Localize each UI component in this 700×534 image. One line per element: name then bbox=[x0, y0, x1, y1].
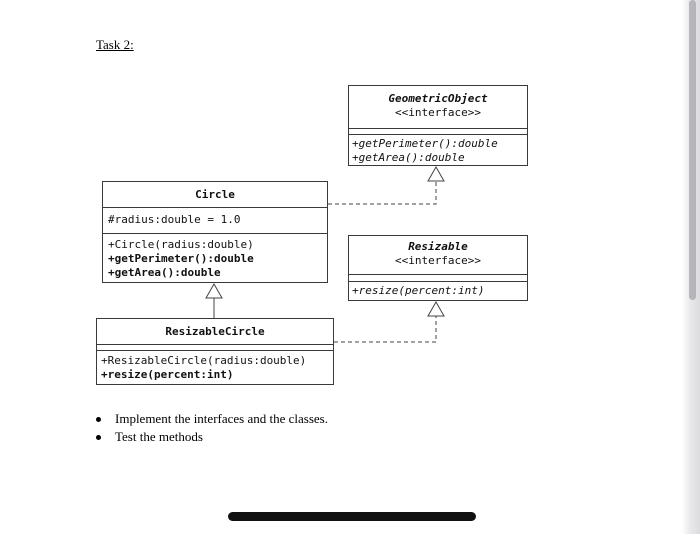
geometric-object-method: +getPerimeter():double bbox=[352, 137, 498, 150]
circle-method: +Circle(radius:double) bbox=[108, 238, 254, 251]
circle-class-box: Circle #radius:double = 1.0 +Circle(radi… bbox=[102, 181, 328, 283]
resizable-methods: +resize(percent:int) bbox=[349, 281, 527, 300]
inheritance-arrow bbox=[205, 282, 223, 299]
resizable-header: Resizable <<interface>> bbox=[349, 236, 527, 274]
resizable-circle-class-box: ResizableCircle +ResizableCircle(radius:… bbox=[96, 318, 334, 385]
list-item: Test the methods bbox=[96, 428, 328, 446]
scrollbar[interactable] bbox=[689, 0, 696, 300]
resizable-name: Resizable bbox=[408, 240, 468, 253]
geometric-object-methods: +getPerimeter():double +getArea():double bbox=[349, 134, 527, 165]
home-indicator[interactable] bbox=[228, 512, 476, 521]
resizable-circle-methods: +ResizableCircle(radius:double) +resize(… bbox=[97, 350, 333, 384]
circle-method: +getPerimeter():double bbox=[108, 252, 254, 265]
circle-name: Circle bbox=[195, 188, 235, 201]
circle-method: +getArea():double bbox=[108, 266, 221, 279]
circle-methods: +Circle(radius:double) +getPerimeter():d… bbox=[103, 233, 327, 282]
geometric-object-header: GeometricObject <<interface>> bbox=[349, 86, 527, 128]
resizable-stereotype: <<interface>> bbox=[394, 254, 482, 267]
resizable-circle-header: ResizableCircle bbox=[97, 319, 333, 344]
resizable-interface-box: Resizable <<interface>> +resize(percent:… bbox=[348, 235, 528, 301]
bullet-text: Implement the interfaces and the classes… bbox=[115, 411, 328, 426]
circle-realization-line bbox=[328, 182, 437, 205]
circle-attributes: #radius:double = 1.0 bbox=[103, 207, 327, 233]
circle-header: Circle bbox=[103, 182, 327, 207]
geometric-object-realization-arrow bbox=[427, 165, 445, 182]
geometric-object-name: GeometricObject bbox=[388, 92, 488, 105]
resizable-realization-arrow bbox=[427, 300, 445, 317]
resizable-method: +resize(percent:int) bbox=[352, 284, 485, 297]
geometric-object-attributes bbox=[349, 128, 527, 134]
task-title: Task 2: bbox=[96, 37, 134, 52]
bullet-icon bbox=[96, 416, 101, 422]
resizable-attributes bbox=[349, 274, 527, 281]
resizable-circle-method: +resize(percent:int) bbox=[101, 368, 234, 381]
task-bullet-list: Implement the interfaces and the classes… bbox=[96, 410, 328, 446]
resizable-circle-attributes bbox=[97, 344, 333, 350]
circle-attribute: #radius:double = 1.0 bbox=[108, 213, 241, 226]
bullet-text: Test the methods bbox=[115, 429, 203, 444]
geometric-object-interface-box: GeometricObject <<interface>> +getPerime… bbox=[348, 85, 528, 166]
resizable-circle-realization-line bbox=[334, 316, 437, 343]
resizable-circle-method: +ResizableCircle(radius:double) bbox=[101, 354, 307, 367]
list-item: Implement the interfaces and the classes… bbox=[96, 410, 328, 428]
resizable-circle-name: ResizableCircle bbox=[165, 325, 265, 338]
geometric-object-method: +getArea():double bbox=[352, 151, 465, 164]
bullet-icon bbox=[96, 434, 101, 440]
geometric-object-stereotype: <<interface>> bbox=[394, 106, 482, 119]
